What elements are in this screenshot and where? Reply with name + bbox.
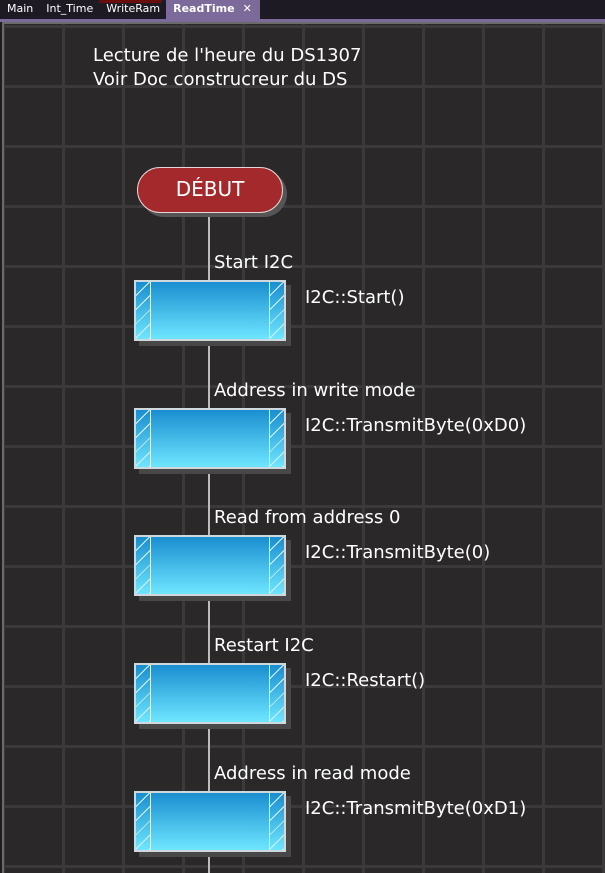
tab-label: ReadTime: [173, 2, 235, 15]
step-code: I2C::TransmitByte(0xD1): [305, 798, 527, 819]
step-code: I2C::Start(): [305, 287, 405, 308]
block-right-hatch: [269, 410, 284, 467]
step-code: I2C::Restart(): [305, 670, 426, 691]
step-label: Restart I2C: [214, 635, 314, 656]
step-label: Read from address 0: [214, 507, 401, 528]
process-block[interactable]: [134, 535, 286, 596]
start-terminal[interactable]: DÉBUT: [137, 167, 283, 213]
tab-underline: [0, 19, 605, 22]
tab-readtime[interactable]: ReadTime ✕: [166, 0, 260, 19]
process-block[interactable]: [134, 663, 286, 724]
tab-label: Int_Time: [46, 2, 94, 15]
step-label: Start I2C: [214, 252, 294, 273]
block-left-hatch: [136, 665, 151, 722]
step-label: Address in write mode: [214, 380, 416, 401]
step-code: I2C::TransmitByte(0xD0): [305, 415, 527, 436]
comment-line: Voir Doc construcreur du DS: [93, 69, 348, 90]
close-icon[interactable]: ✕: [242, 2, 252, 15]
tab-int-time[interactable]: Int_Time: [39, 0, 99, 19]
process-block[interactable]: [134, 408, 286, 469]
tab-main[interactable]: Main: [0, 0, 39, 19]
process-block[interactable]: [134, 791, 286, 852]
block-left-hatch: [136, 793, 151, 850]
tab-label: Main: [7, 2, 34, 15]
comment-block[interactable]: Lecture de l'heure du DS1307 Voir Doc co…: [93, 44, 361, 92]
tab-bar: Main Int_Time WriteRam ReadTime ✕: [0, 0, 605, 19]
step-code: I2C::TransmitByte(0): [305, 542, 491, 563]
comment-line: Lecture de l'heure du DS1307: [93, 45, 362, 66]
tab-label: WriteRam: [106, 2, 161, 15]
process-block[interactable]: [134, 280, 286, 341]
block-right-hatch: [269, 793, 284, 850]
flowchart-canvas[interactable]: [2, 22, 605, 873]
tab-writeram[interactable]: WriteRam: [99, 0, 166, 19]
block-left-hatch: [136, 537, 151, 594]
block-right-hatch: [269, 282, 284, 339]
block-left-hatch: [136, 410, 151, 467]
block-right-hatch: [269, 537, 284, 594]
step-label: Address in read mode: [214, 763, 411, 784]
block-left-hatch: [136, 282, 151, 339]
block-right-hatch: [269, 665, 284, 722]
